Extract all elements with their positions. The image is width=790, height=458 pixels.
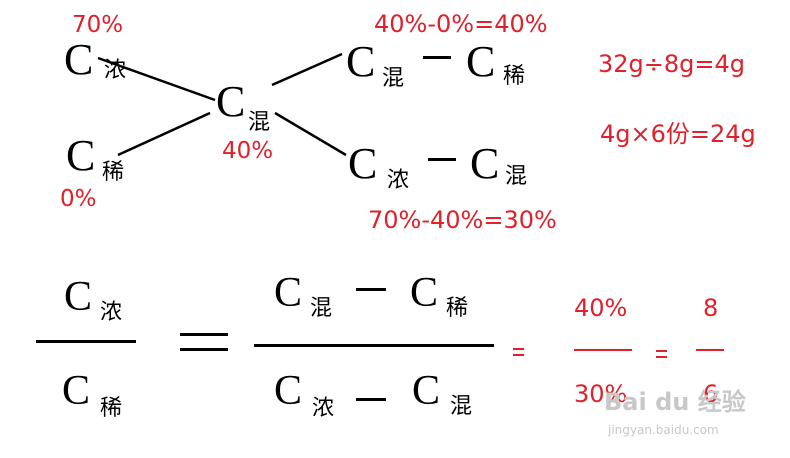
fraction-1-bar	[574, 349, 632, 351]
formula-big-equals-bottom	[180, 348, 228, 351]
formula-c-xi-letter: C	[62, 368, 91, 414]
formula-c-nong-letter: C	[64, 274, 93, 320]
c-hun-letter: C	[216, 77, 246, 126]
top-minus	[423, 56, 451, 59]
c-nong-percent: 70%	[72, 12, 124, 38]
top-c-xi-letter: C	[466, 37, 496, 86]
fraction-2-bar	[696, 349, 724, 351]
top-c-hun-subscript: 混	[382, 66, 405, 91]
fraction-2-denominator: 6	[703, 380, 719, 408]
line-hun-to-top	[271, 52, 343, 87]
formula-num-minus	[356, 288, 386, 291]
bottom-c-hun-subscript: 混	[505, 164, 528, 189]
formula-num-c-hun-subscript: 混	[310, 296, 333, 321]
c-nong-letter: C	[64, 35, 94, 84]
c-xi-subscript: 稀	[102, 160, 125, 185]
bottom-c-nong-letter: C	[348, 139, 378, 188]
formula-num-c-xi-subscript: 稀	[446, 296, 469, 321]
formula-den-minus	[356, 398, 386, 401]
calculation-2: 4g×6份=24g	[600, 120, 756, 148]
formula-num-c-hun-letter: C	[274, 270, 303, 316]
bottom-c-hun-letter: C	[470, 139, 500, 188]
fraction-denominator-percent: 30%	[574, 380, 628, 408]
line-xi-to-hun	[117, 111, 211, 157]
red-equals-1-bottom	[513, 354, 524, 356]
line-nong-to-hun	[97, 56, 216, 102]
watermark-brand: Bai du 经验	[604, 388, 746, 416]
red-equals-2-top	[656, 350, 667, 352]
red-equals-2-bottom	[656, 356, 667, 358]
calculation-1: 32g÷8g=4g	[598, 50, 745, 78]
c-hun-percent: 40%	[222, 138, 274, 164]
bottom-difference: 70%-40%=30%	[368, 206, 557, 234]
line-hun-to-bottom	[274, 111, 347, 157]
watermark-url: jingyan.baidu.com	[608, 423, 719, 437]
bottom-minus	[428, 158, 456, 161]
c-xi-percent: 0%	[60, 186, 97, 212]
formula-den-c-nong-letter: C	[274, 368, 303, 414]
formula-den-c-hun-subscript: 混	[450, 394, 473, 419]
bottom-c-nong-subscript: 浓	[387, 168, 410, 193]
c-hun-subscript: 混	[248, 110, 271, 135]
formula-big-equals-top	[180, 333, 228, 336]
formula-c-nong-subscript: 浓	[100, 300, 123, 325]
fraction-2-numerator: 8	[703, 294, 719, 322]
fraction-numerator-percent: 40%	[574, 294, 628, 322]
formula-left-fraction-bar	[36, 340, 136, 343]
formula-right-fraction-bar	[254, 344, 494, 347]
red-equals-1-top	[513, 348, 524, 350]
top-c-xi-subscript: 稀	[503, 64, 526, 89]
top-c-hun-letter: C	[346, 37, 376, 86]
formula-c-xi-subscript: 稀	[100, 396, 123, 421]
formula-den-c-hun-letter: C	[412, 368, 441, 414]
formula-den-c-nong-subscript: 浓	[312, 396, 335, 421]
top-difference: 40%-0%=40%	[374, 10, 548, 38]
formula-num-c-xi-letter: C	[410, 270, 439, 316]
c-nong-subscript: 浓	[104, 58, 127, 83]
c-xi-letter: C	[66, 131, 96, 180]
